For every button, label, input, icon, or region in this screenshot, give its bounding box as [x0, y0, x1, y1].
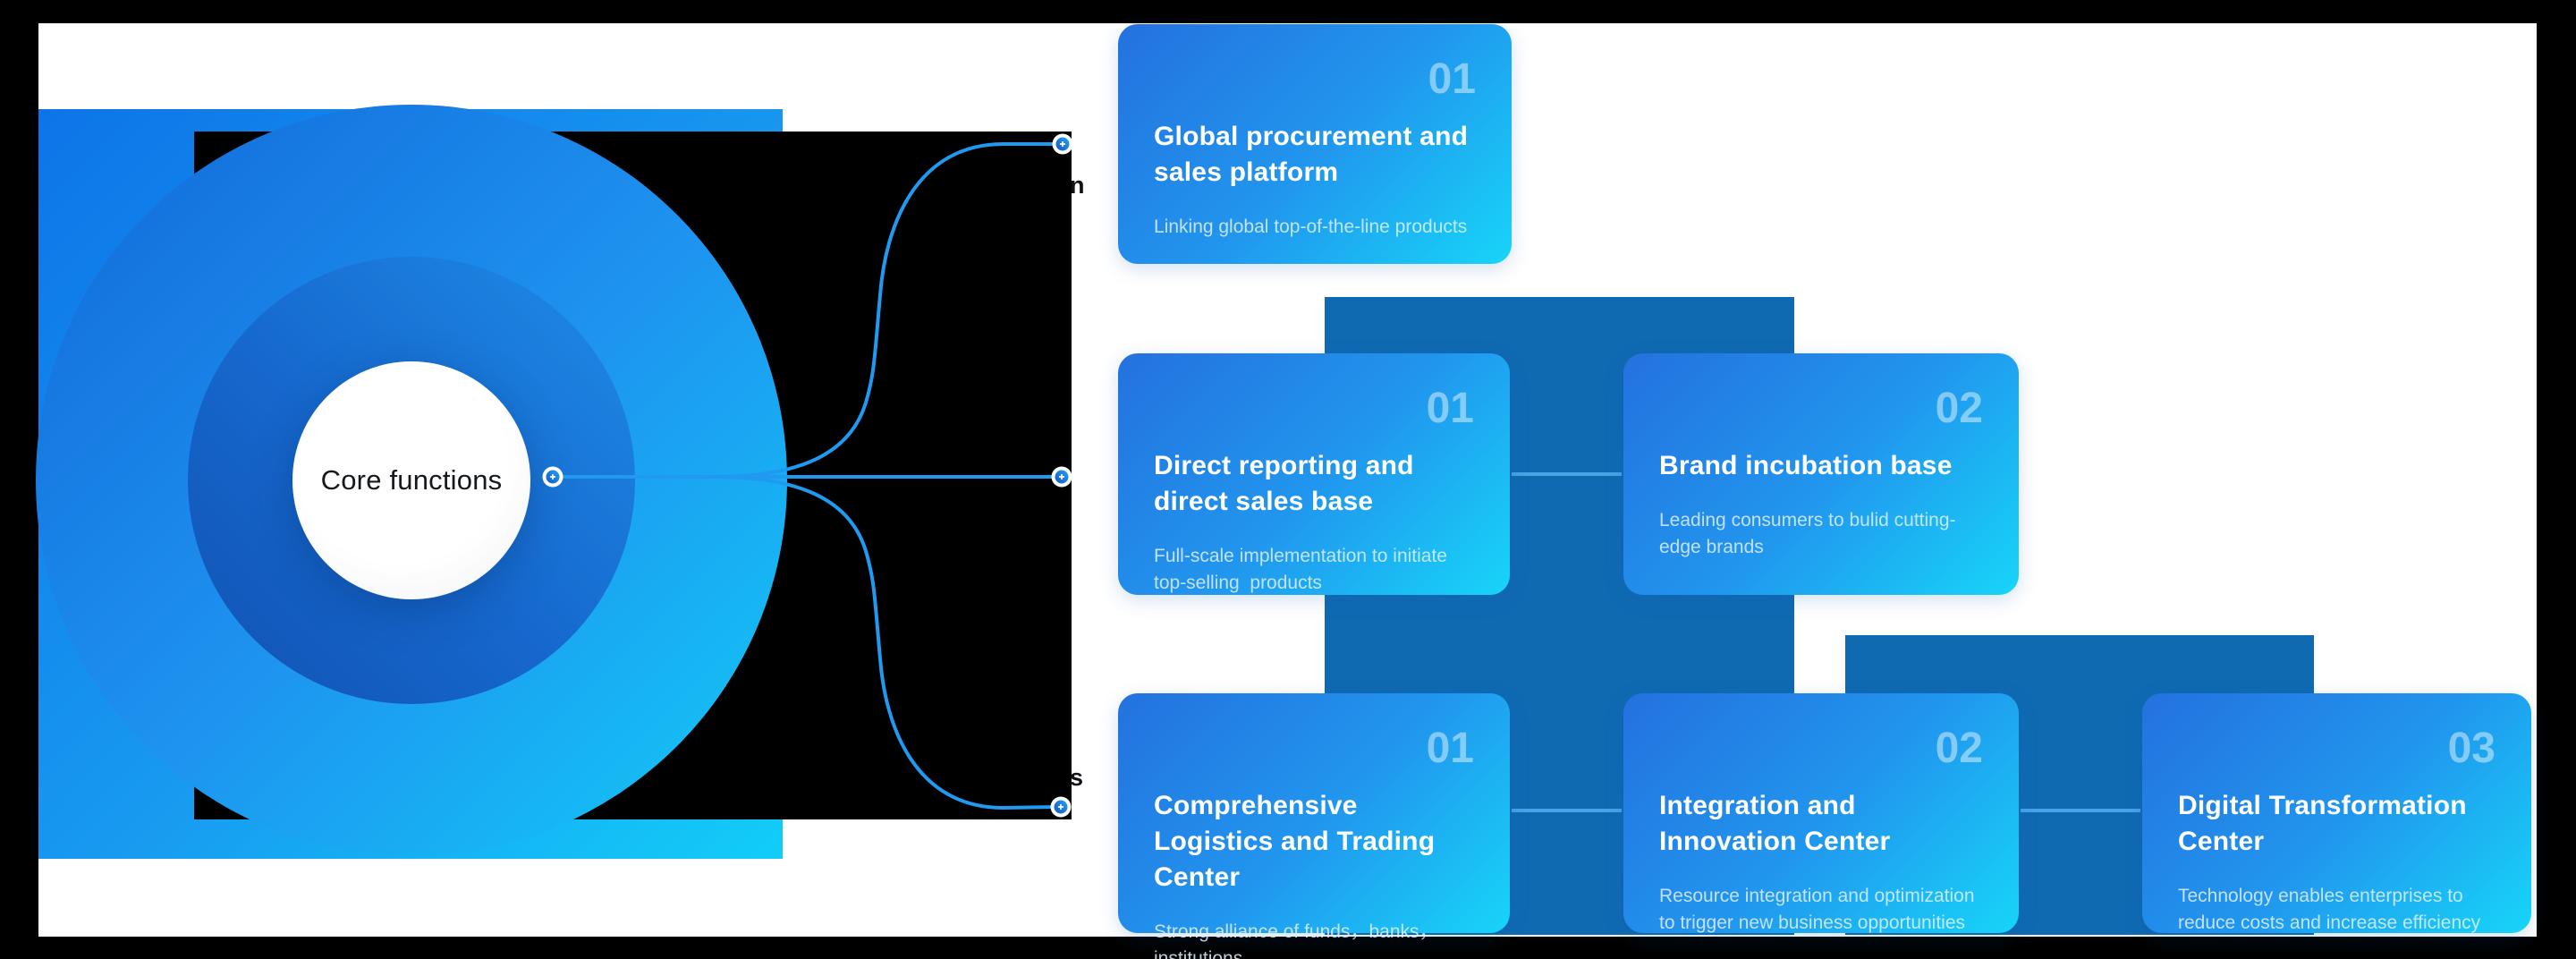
- core-functions-circle: Core functions: [292, 361, 530, 599]
- card-number: 02: [1935, 385, 1983, 432]
- card-number: 01: [1426, 725, 1474, 772]
- core-functions-label: Core functions: [320, 464, 503, 496]
- card-connector-dash: [1512, 472, 1622, 476]
- branch-label-fragment-top: n: [1070, 172, 1085, 199]
- card-subtitle: Strong alliance of funds，banks，instituti…: [1154, 921, 1438, 959]
- branch-label-fragment-bottom: s: [1070, 764, 1084, 791]
- card-digital-transformation: 03 Digital Transformation Center Technol…: [2142, 693, 2531, 933]
- card-title: Global procurement and sales platform: [1154, 122, 1469, 187]
- card-number: 01: [1426, 385, 1474, 432]
- card-subtitle: Full-scale implementation to initiate to…: [1154, 546, 1453, 593]
- card-subtitle: Resource integration and optimization to…: [1659, 886, 1980, 933]
- card-title: Digital Transformation Center: [2178, 791, 2467, 856]
- card-logistics-trading: 01 Comprehensive Logistics and Trading C…: [1118, 693, 1510, 959]
- card-subtitle: Linking global top-of-the-line products: [1154, 216, 1468, 237]
- card-subtitle: Technology enables enterprises to reduce…: [2178, 886, 2481, 933]
- card-number: 03: [2447, 725, 2496, 772]
- card-title: Comprehensive Logistics and Trading Cent…: [1154, 791, 1436, 892]
- card-subtitle: Leading consumers to bulid cutting-edge …: [1659, 510, 1956, 557]
- card-title: Brand incubation base: [1659, 451, 1953, 480]
- card-global-procurement: 01 Global procurement and sales platform…: [1118, 24, 1512, 264]
- card-integration-innovation: 02 Integration and Innovation Center Res…: [1623, 693, 2019, 933]
- card-title: Integration and Innovation Center: [1659, 791, 1891, 856]
- card-connector-dash: [2021, 809, 2140, 812]
- card-number: 01: [1428, 55, 1476, 103]
- card-connector-dash: [1512, 809, 1622, 812]
- card-title: Direct reporting and direct sales base: [1154, 451, 1414, 516]
- card-brand-incubation: 02 Brand incubation base Leading consume…: [1623, 353, 2019, 595]
- card-number: 02: [1935, 725, 1983, 772]
- card-direct-reporting: 01 Direct reporting and direct sales bas…: [1118, 353, 1510, 595]
